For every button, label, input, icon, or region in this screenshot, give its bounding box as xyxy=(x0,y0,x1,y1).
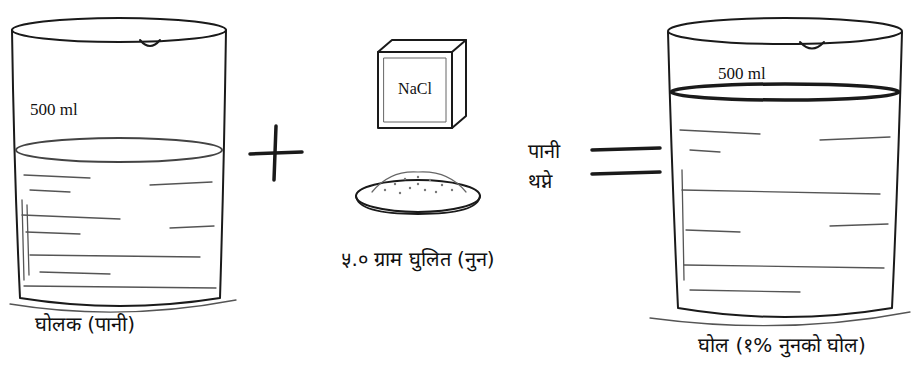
shadow xyxy=(10,300,236,312)
solute-caption: ५.० ग्राम घुलित (नुन) xyxy=(341,246,494,272)
beaker: 500 mlघोल (१% नुनको घोल) xyxy=(668,20,902,315)
beaker-drawing xyxy=(10,18,236,312)
salt-dish-drawing xyxy=(356,172,480,214)
beaker-drawing xyxy=(650,18,910,326)
fill-line xyxy=(671,84,899,100)
shadow xyxy=(650,312,910,326)
plus-sign xyxy=(250,126,302,180)
water-hatching xyxy=(22,175,216,288)
beaker-rim xyxy=(12,18,226,42)
volume-label: 500 ml xyxy=(30,100,78,120)
beaker-wall xyxy=(668,32,902,317)
salt-grains xyxy=(384,176,453,194)
salt-packet: NaCl xyxy=(378,52,452,128)
equals-sign xyxy=(592,148,660,174)
volume-label: 500 ml xyxy=(718,64,766,84)
water-surface xyxy=(16,138,222,162)
step-label: पानी थप्ने xyxy=(528,136,580,196)
beaker-wall xyxy=(12,30,226,306)
water-hatching xyxy=(680,130,890,292)
beaker: 500 mlघोलक (पानी) xyxy=(12,20,228,305)
formula-label: NaCl xyxy=(398,79,432,98)
beaker-caption: घोलक (पानी) xyxy=(35,312,135,336)
salt-packet-drawing xyxy=(378,40,466,128)
beaker-rim xyxy=(668,18,902,44)
beaker-spout xyxy=(800,42,824,49)
beaker-caption: घोल (१% नुनको घोल) xyxy=(698,333,866,357)
beaker-spout xyxy=(140,40,160,46)
